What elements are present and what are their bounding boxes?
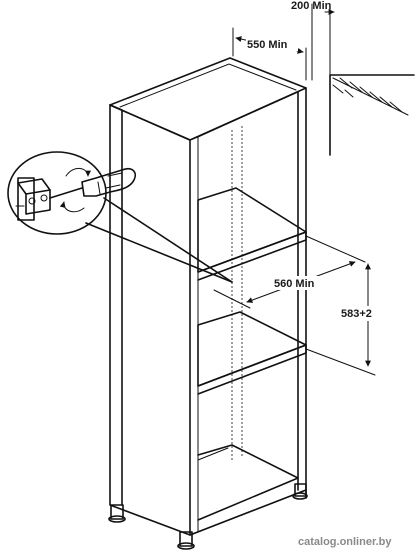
cabinet-feet bbox=[108, 483, 308, 550]
width-label: 560 Min bbox=[274, 278, 315, 290]
height-dimension: 583+2 bbox=[305, 263, 388, 376]
wall-ceiling bbox=[329, 74, 415, 156]
screw-detail-callout bbox=[7, 151, 233, 283]
watermark-text: catalog.onliner.by bbox=[298, 536, 392, 548]
clearance-top-label: 200 Min bbox=[291, 0, 332, 12]
depth-label: 550 Min bbox=[247, 39, 288, 51]
clearance-top-dimension: 200 Min bbox=[291, 0, 335, 81]
width-dimension: 560 Min bbox=[213, 235, 366, 309]
depth-dimension: 550 Min bbox=[232, 27, 307, 81]
height-label: 583+2 bbox=[341, 308, 372, 320]
tall-cabinet bbox=[109, 57, 307, 536]
